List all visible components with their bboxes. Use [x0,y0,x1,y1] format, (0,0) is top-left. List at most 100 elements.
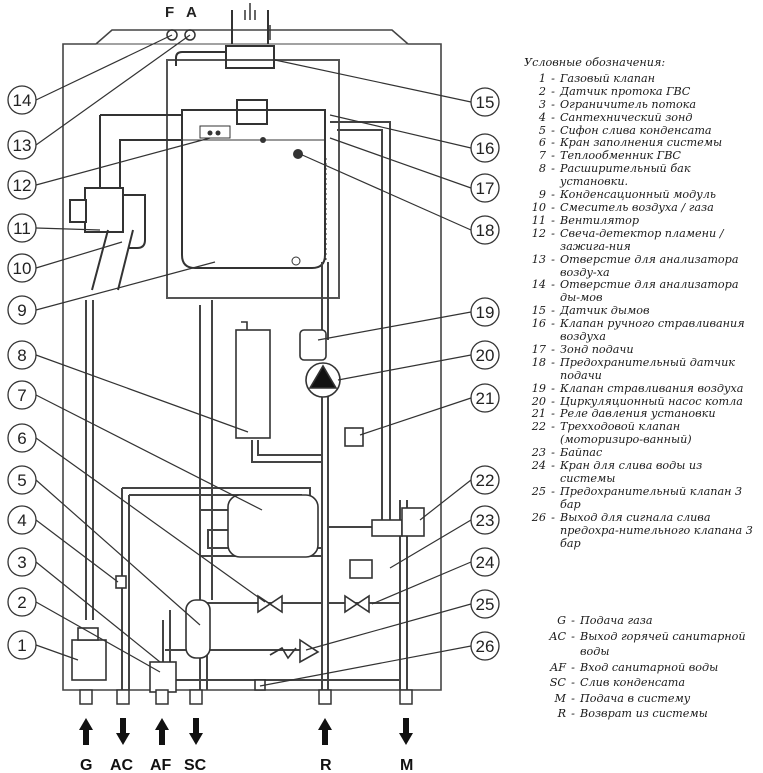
callout-leader-24 [371,561,472,605]
ports-legend-text: Подача газа [580,614,653,627]
legend-dash: - [551,84,555,98]
legend-item: 14-Отверстие для анализатора ды-мов [524,279,760,305]
legend-item: 3-Ограничитель потока [524,97,760,112]
callout-circle-25 [470,589,500,619]
callout-leader-13 [35,34,191,146]
legend-item-key: 13 [531,252,546,266]
boiler-casing [62,29,442,691]
ports-legend-item: M-Подача в систему [538,691,760,707]
callout-leader-7 [35,394,263,511]
callout-leader-22 [419,479,472,521]
callout-number-3: 3 [17,553,26,572]
ports-legend-key: G [557,614,566,627]
legend-item: 5-Сифон слива конденсата [524,124,760,138]
legend-item-key: 20 [531,394,546,408]
callout-number-18: 18 [476,221,495,240]
callout-leader-1 [35,644,79,661]
callout-number-16: 16 [476,139,495,158]
legend-item: 23-Байпас [524,446,760,460]
callout-circle-4 [7,505,37,535]
pipework [85,121,408,690]
legend-item-key: 26 [531,510,546,524]
arrow-up-R [318,718,332,745]
legend-item-key: 18 [531,355,546,369]
callout-number-1: 1 [17,636,26,655]
callout-number-2: 2 [17,593,26,612]
legend-dash: - [551,484,555,498]
callout-number-19: 19 [476,303,495,322]
legend-item-text: Трехходовой клапан (моторизиро-ванный) [560,420,692,447]
legend-item-text: Предохранительный клапан 3 бар [560,484,743,511]
callout-circle-19 [470,297,500,327]
legend-item: 10-Смеситель воздуха / газа [524,200,760,215]
legend-item: 22-Трехходовой клапан (моторизиро-ванный… [524,420,760,447]
legend-dash: - [551,407,555,421]
arrow-up-AF [155,718,169,745]
legend-item-text: Свеча-детектор пламени / зажига-ния [560,226,724,253]
legend-dash: - [551,71,555,85]
legend-dash: - [551,304,555,318]
legend-item: 25-Предохранительный клапан 3 бар [524,484,760,512]
ports-legend-item: AF-Вход санитарной воды [538,660,760,676]
legend-item: 21-Реле давления установки [524,408,760,421]
legend-item: 26-Выход для сигнала слива предохра-ните… [524,510,760,551]
legend-item: 18-Предохранительный датчик подачи [524,355,760,383]
callout-number-6: 6 [17,429,26,448]
legend-item-key: 19 [531,381,546,395]
legend-item-text: Отверстие для анализатора возду-ха [560,252,739,279]
legend-item: 4-Сантехнический зонд [524,111,760,125]
callout-circle-26 [470,631,500,661]
legend-item: 11-Вентилятор [524,214,760,228]
top-port-a: A [186,4,197,21]
callout-circle-14 [7,85,37,115]
legend-dash: - [571,660,575,674]
callout-leader-23 [389,519,472,569]
legend-item-text: Теплообменник ГВС [560,149,681,163]
callout-circle-12 [7,170,37,200]
port-label-ac: AC [110,757,134,773]
callout-number-26: 26 [476,637,495,656]
callout-number-5: 5 [17,471,26,490]
callout-number-20: 20 [476,346,495,365]
port-label-m: M [400,757,413,773]
legend-dash: - [571,614,575,627]
legend-item-text: Циркуляционный насос котла [560,394,743,408]
legend-dash: - [551,188,555,202]
callout-leader-26 [259,645,472,687]
legend-item-text: Зонд подачи [560,342,634,356]
callout-circle-23 [470,505,500,535]
legend-item: 1-Газовый клапан [524,71,760,86]
callout-circle-5 [7,465,37,495]
callout-number-12: 12 [13,176,32,195]
legend-item-key: 12 [531,226,546,240]
callout-leader-17 [329,137,472,189]
callout-leader-11 [35,227,101,231]
legend-item-key: 3 [538,97,546,111]
callout-number-23: 23 [476,511,495,530]
ports-legend-text: Слив конденсата [580,676,686,689]
legend-dash: - [551,510,555,524]
flue-pipe [175,10,275,125]
callout-number-4: 4 [17,511,26,530]
callout-leader-21 [359,397,472,436]
legend-item-text: Кран для слива воды из системы [560,459,703,485]
callout-leader-15 [274,59,472,103]
legend-dash: - [571,691,575,705]
ports-legend-key: AC [549,629,566,643]
legend-item: 24-Кран для слива воды из системы [524,459,760,486]
ports-legend-text: Выход горячей санитарной воды [580,629,746,659]
callout-leader-19 [317,311,472,341]
ports-legend-key: SC [549,676,566,689]
callout-number-15: 15 [476,93,495,112]
ports-legend-text: Возврат из системы [580,707,708,720]
legend-item-key: 2 [538,84,546,98]
legend-dash: - [551,200,555,214]
legend-item-key: 17 [531,342,546,356]
legend-item: 20-Циркуляционный насос котла [524,394,760,409]
legend-dash: - [551,459,555,473]
legend-item-key: 25 [531,484,546,498]
callout-circle-9 [7,295,37,325]
legend-dash: - [551,420,555,434]
